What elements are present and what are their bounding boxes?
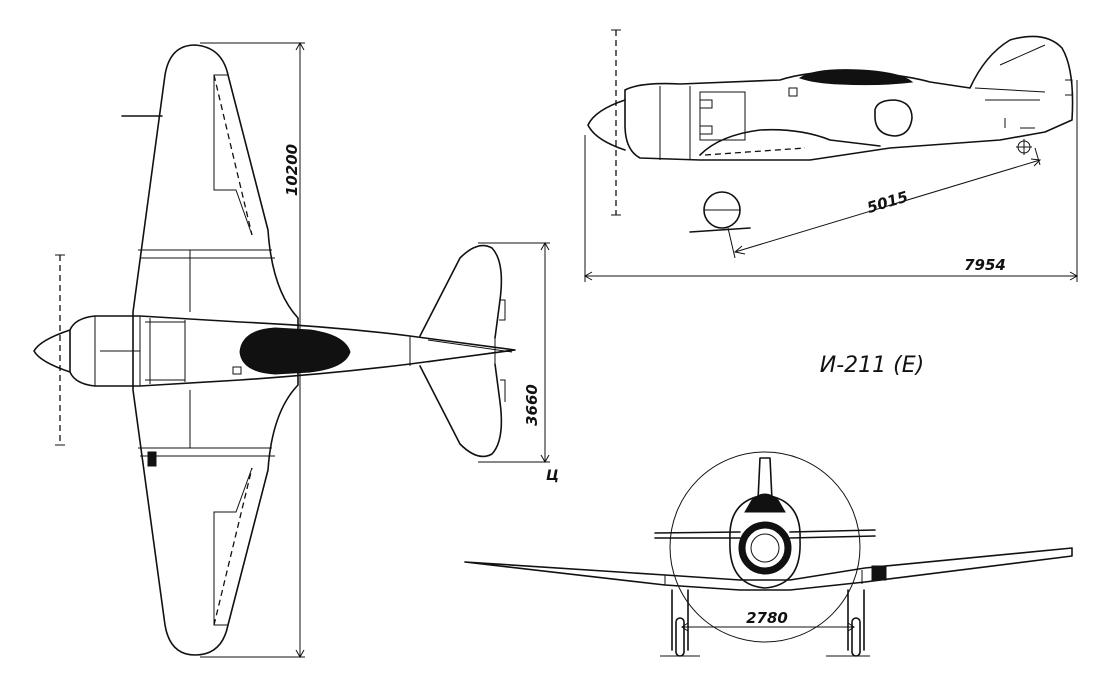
side-view-canopy — [798, 69, 914, 86]
top-view: 10200 3660 Ц — [33, 41, 559, 659]
side-view-fuselage — [624, 35, 1074, 161]
front-view-propeller-disk — [669, 451, 861, 643]
side-view: 5015 7954 — [583, 29, 1079, 282]
front-view-wing — [464, 547, 1073, 591]
top-view-spinner — [33, 329, 71, 373]
front-view-fuselage — [729, 494, 801, 589]
wingspan-dimension: 10200 — [283, 144, 301, 196]
cg-marker: Ц — [546, 468, 559, 484]
length-dimension: 7954 — [964, 256, 1006, 274]
track-dimension: 2780 — [746, 609, 788, 627]
stabilizer-dimension: 3660 — [523, 384, 541, 426]
top-view-stabilizer — [419, 244, 503, 458]
side-view-spinner — [587, 99, 626, 151]
side-view-insignia — [874, 99, 913, 137]
drawing-title: И-211 (Е) — [820, 353, 924, 378]
front-view: 2780 — [464, 451, 1073, 657]
wheelbase-dimension: 5015 — [865, 188, 910, 217]
top-view-canopy — [239, 327, 351, 375]
top-view-wing — [132, 44, 299, 656]
